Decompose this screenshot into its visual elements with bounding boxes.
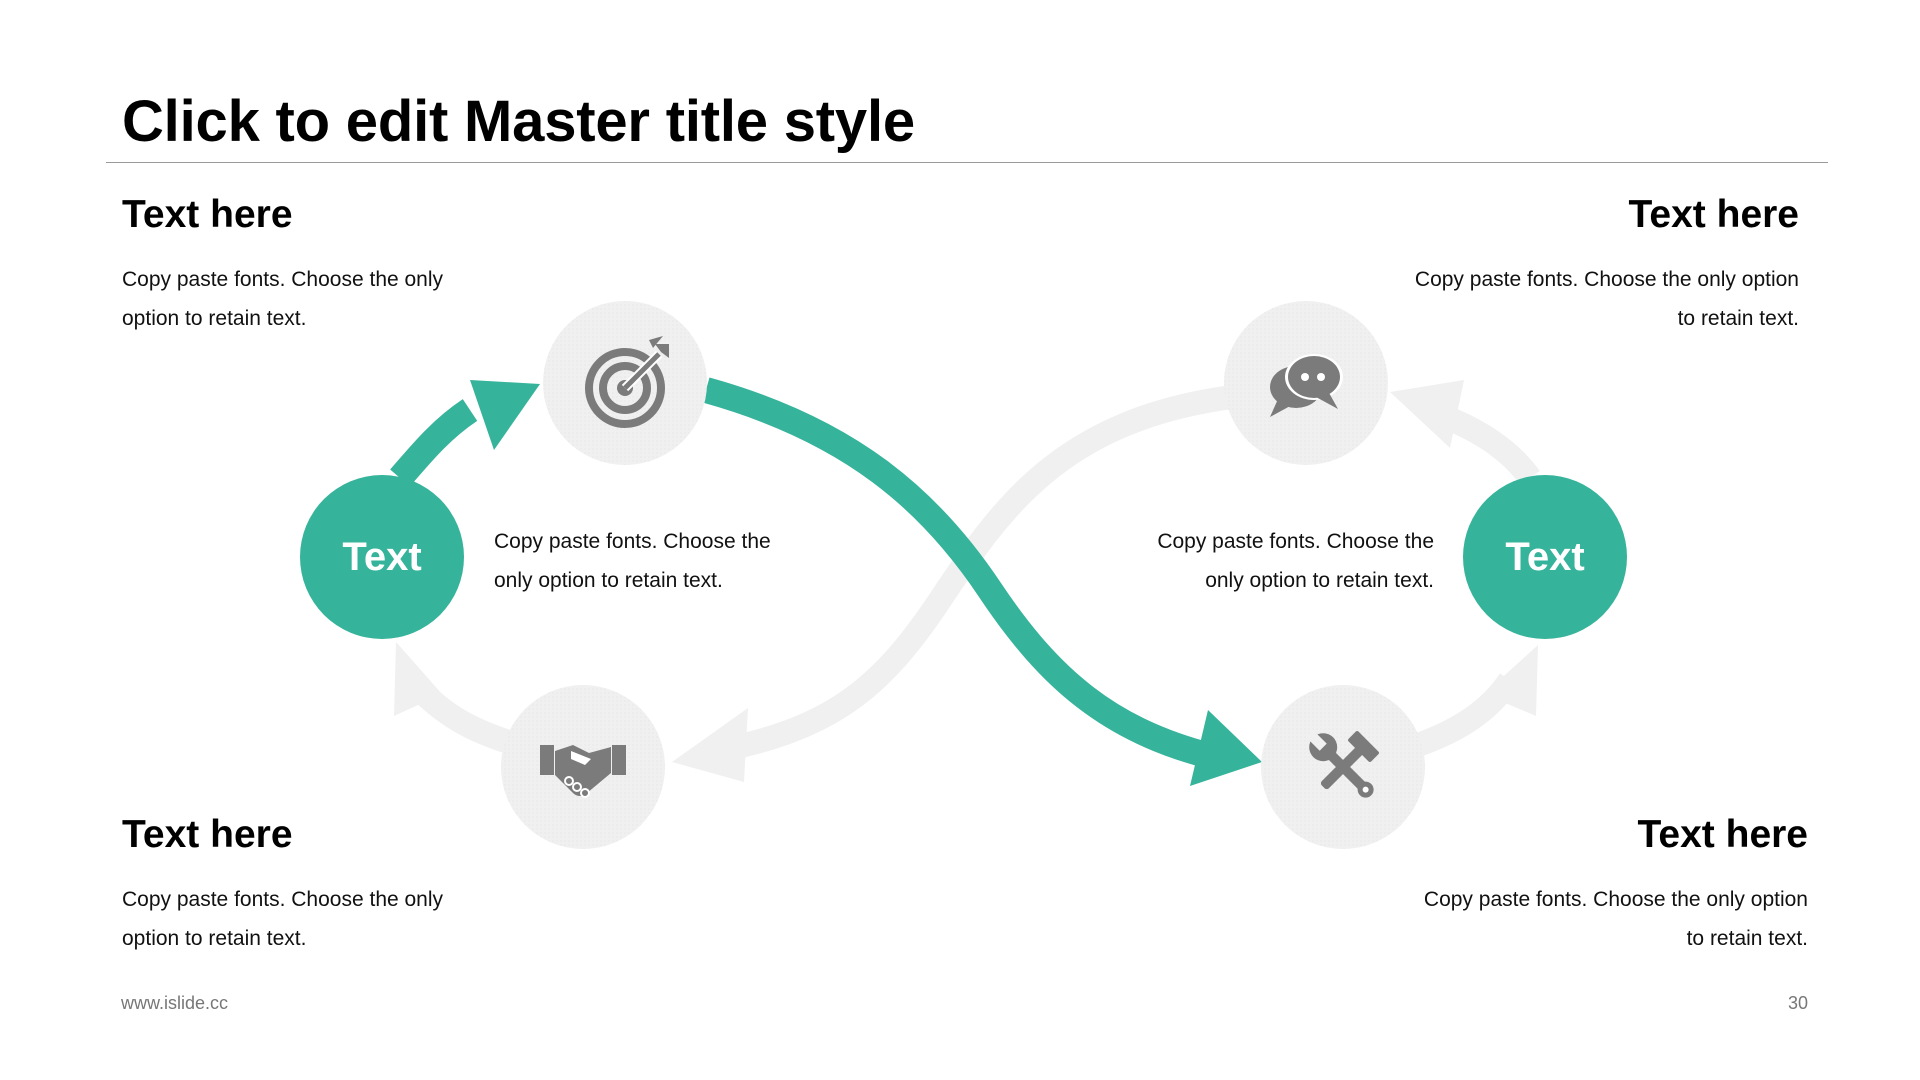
text-bottom-left: Copy paste fonts. Choose the only option… <box>122 880 443 958</box>
accent-arrow-crossing <box>702 377 1214 769</box>
title-divider <box>106 162 1828 163</box>
text-line: option to retain text. <box>122 927 307 950</box>
text-line: to retain text. <box>1686 927 1808 950</box>
pale-arrowhead-right-lower <box>1484 645 1538 716</box>
text-line: Copy paste fonts. Choose the <box>494 530 771 553</box>
text-line: to retain text. <box>1677 307 1799 330</box>
hub-circle-right <box>1463 475 1627 639</box>
tools-icon <box>1306 730 1379 798</box>
accent-arrow-upper-left <box>390 399 478 487</box>
handshake-icon <box>540 745 626 798</box>
pale-arrowhead-crossing <box>672 708 748 782</box>
note-center-right: Copy paste fonts. Choose the only option… <box>1157 522 1434 600</box>
heading-bottom-right: Text here <box>1637 813 1808 856</box>
text-line: Copy paste fonts. Choose the only <box>122 888 444 911</box>
text-line: Copy paste fonts. Choose the only option <box>1423 888 1808 911</box>
hub-label-left: Text <box>342 535 422 579</box>
heading-top-left: Text here <box>122 193 293 236</box>
footer-url: www.islide.cc <box>121 993 229 1013</box>
hub-label-right: Text <box>1505 535 1585 579</box>
chat-icon <box>1270 354 1343 417</box>
pale-arrowhead-left-lower <box>394 642 442 716</box>
heading-top-right: Text here <box>1628 193 1799 236</box>
text-line: Copy paste fonts. Choose the <box>1157 530 1434 553</box>
heading-bottom-left: Text here <box>122 813 293 856</box>
target-icon <box>585 336 669 428</box>
pale-loop-arrows <box>394 380 1540 782</box>
slide-title: Click to edit Master title style <box>122 89 915 154</box>
text-line: Copy paste fonts. Choose the only <box>122 268 444 291</box>
text-bottom-right: Copy paste fonts. Choose the only option… <box>1424 880 1808 958</box>
text-top-left: Copy paste fonts. Choose the only option… <box>122 260 443 338</box>
pale-arrowhead-right-upper <box>1390 380 1464 448</box>
accent-arrowhead-upper-left <box>470 380 540 450</box>
hub-circle-left <box>300 475 464 639</box>
page-number: 30 <box>1787 993 1808 1013</box>
text-line: option to retain text. <box>122 307 307 330</box>
pale-arrow-crossing <box>709 385 1234 764</box>
text-line: only option to retain text. <box>1205 569 1434 592</box>
accent-loop-arrows <box>390 377 1262 786</box>
note-center-left: Copy paste fonts. Choose the only option… <box>494 522 771 600</box>
text-line: only option to retain text. <box>494 569 723 592</box>
text-top-right: Copy paste fonts. Choose the only option… <box>1415 260 1799 338</box>
accent-arrowhead-crossing <box>1190 710 1262 786</box>
text-line: Copy paste fonts. Choose the only option <box>1414 268 1799 291</box>
